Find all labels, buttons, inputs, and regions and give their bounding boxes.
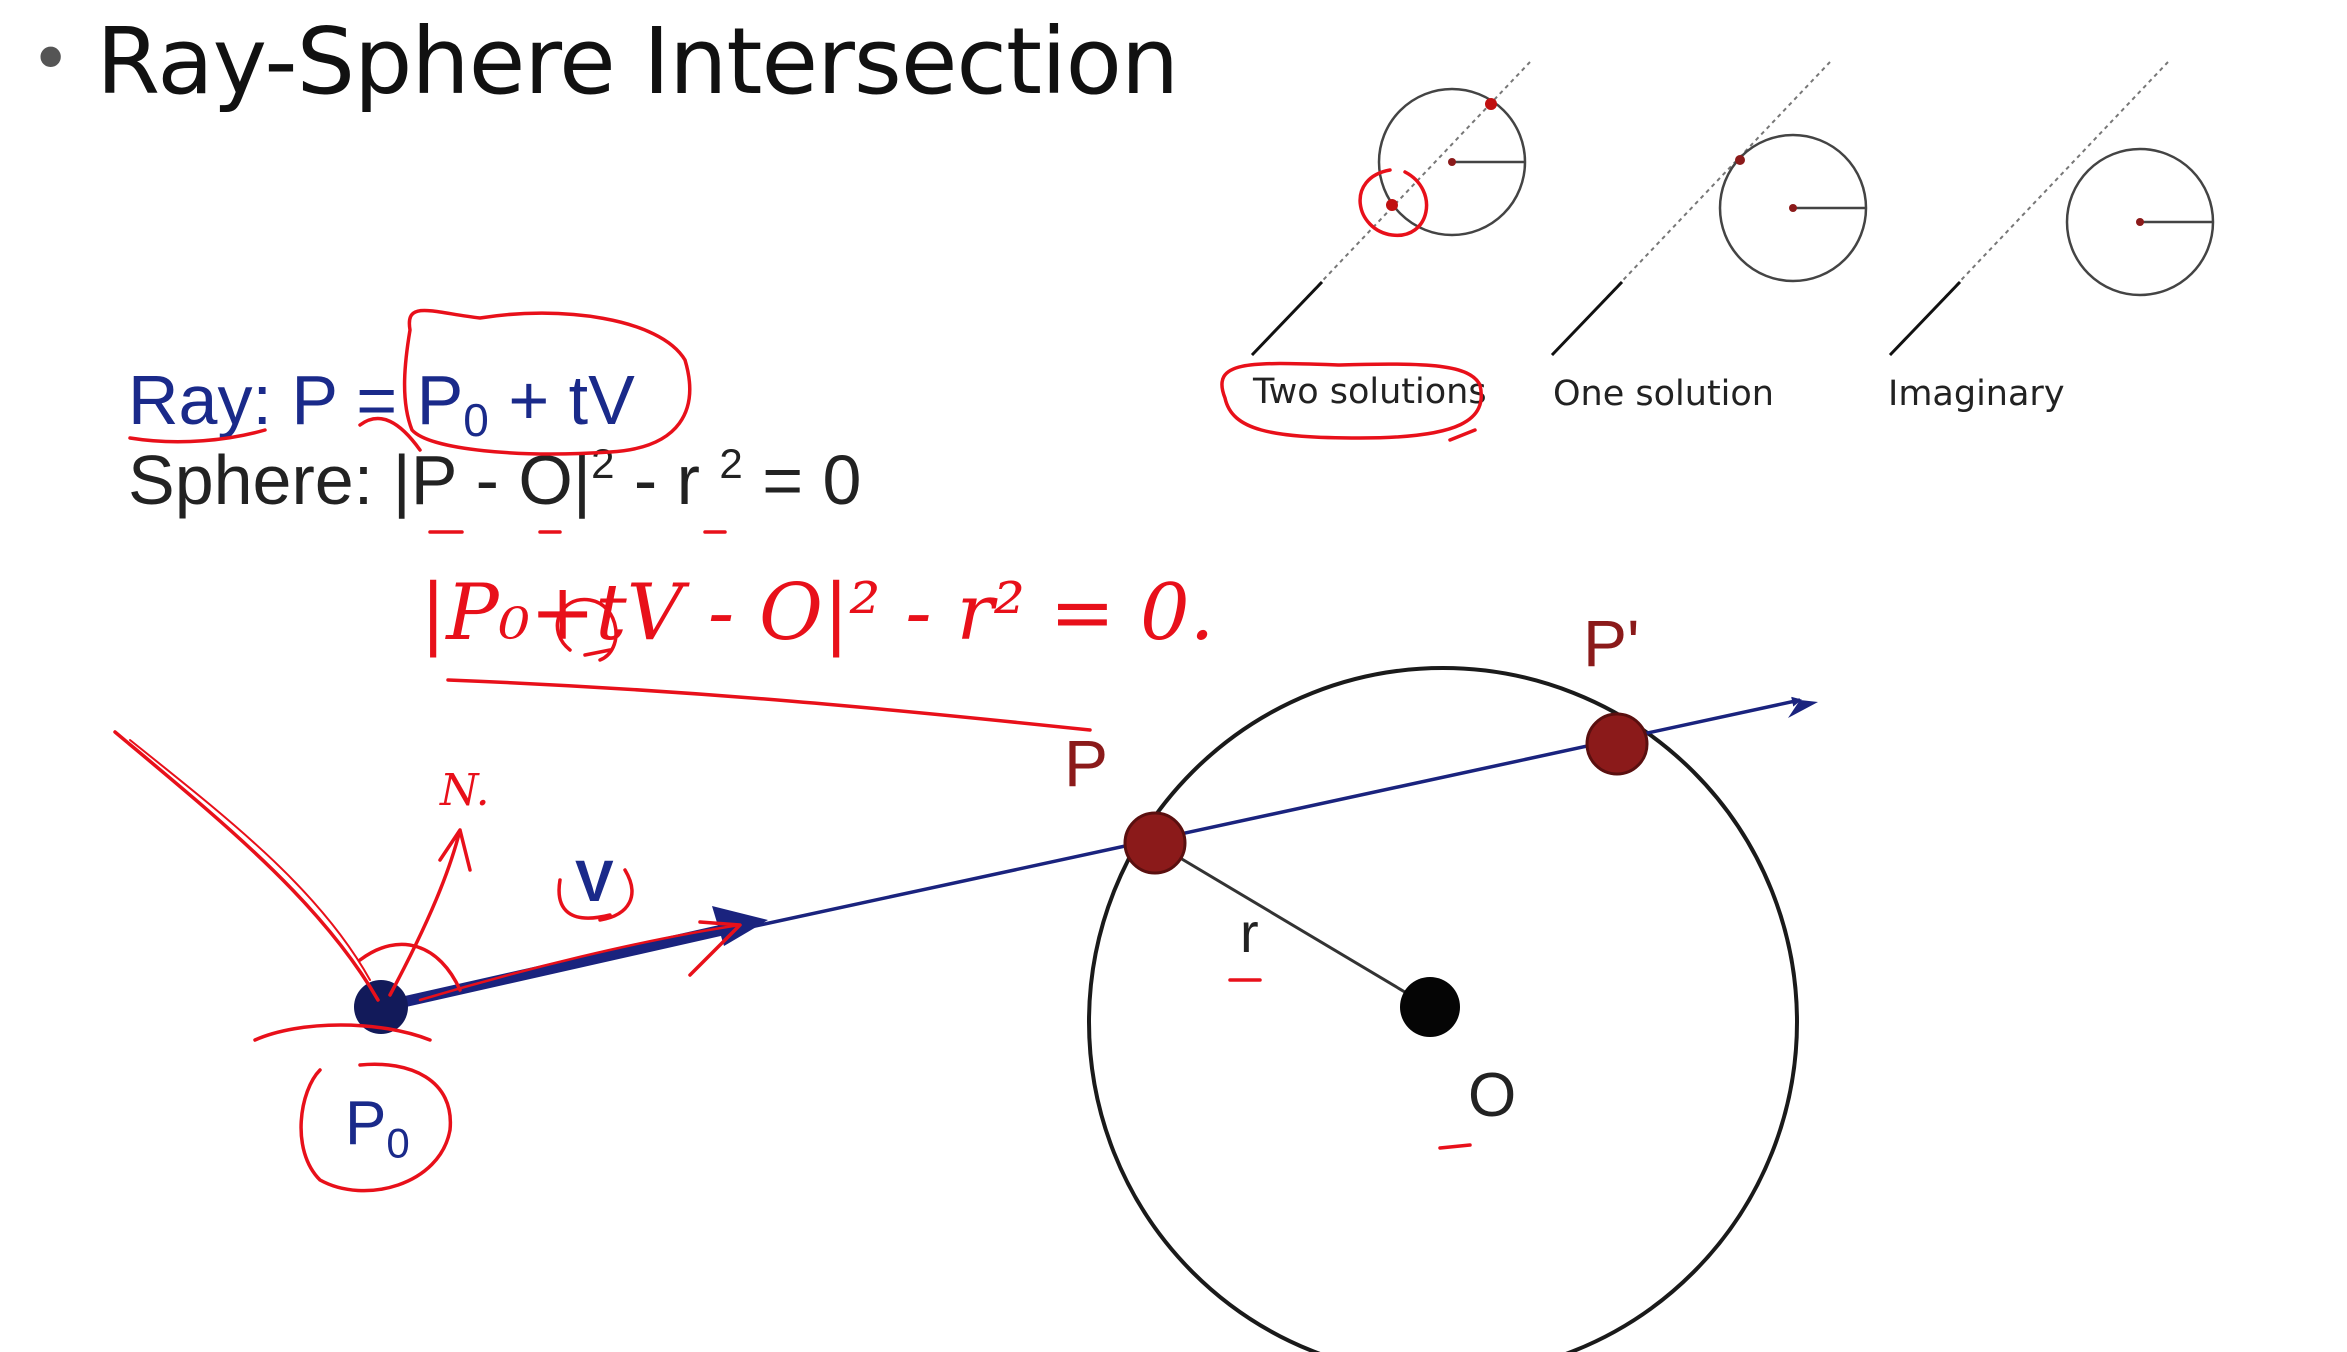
annotation-loop-two-solutions [1220, 361, 1483, 440]
annotation-underline-handwritten [446, 678, 1092, 732]
case-two-hit-near [1386, 199, 1398, 211]
annotation-underline-O [1438, 1143, 1472, 1150]
label-V: V [575, 849, 614, 914]
annotation-angle-arc [358, 942, 462, 992]
label-P0-sub: 0 [386, 1119, 410, 1167]
annotation-normal-arrow [388, 828, 472, 997]
main-sphere-circle [1087, 666, 1799, 1352]
sphere-eq-sup2: 2 [719, 440, 743, 487]
annotation-underline-t [583, 648, 612, 657]
case-two-center [1448, 158, 1456, 166]
annotation-V-arrow [688, 920, 742, 977]
annotation-underline-ray [128, 428, 267, 444]
case-one-ray-solid [1550, 280, 1624, 357]
annotation-V-overstroke [418, 923, 742, 1002]
annotation-arrow-curve [358, 416, 422, 452]
ray-eq-suffix: + tV [488, 361, 635, 439]
label-P-prime: P' [1583, 606, 1640, 680]
case-diagram-two [1250, 61, 1531, 357]
title-bullet: • [30, 18, 71, 100]
annotation-V-marks [557, 868, 634, 922]
ray-equation: Ray: P = P0 + tV [128, 360, 635, 447]
label-r: r [1240, 901, 1259, 964]
case-diagram-one [1550, 61, 1868, 357]
ray-eq-sub: 0 [463, 394, 489, 446]
annotation-arc-below [253, 1023, 432, 1042]
case-caption-two: Two solutions [1253, 372, 1487, 412]
ray-eq-prefix: Ray: P = P [128, 361, 464, 439]
annotation-loop-near-hit [1358, 168, 1429, 237]
case-two-hit-far [1485, 98, 1497, 110]
title-text: Ray-Sphere Intersection [96, 8, 1179, 115]
sphere-eq-mid: - r [614, 441, 720, 519]
case-diagram-imaginary [1888, 61, 2215, 357]
label-P0: P0 [345, 1088, 410, 1167]
case-imaginary-ray-solid [1888, 280, 1962, 357]
hit-point-P-prime [1585, 712, 1649, 776]
radius-line [1154, 841, 1431, 1009]
handwritten-equation: |P₀+tV - O|² - r² = 0. [420, 568, 1215, 658]
case-one-tangent-point [1735, 155, 1745, 165]
annotation-loop-rhs [402, 308, 692, 456]
case-imaginary-center [2136, 218, 2144, 226]
label-P0-main: P [345, 1089, 387, 1158]
center-O-dot [1400, 977, 1460, 1037]
annotation-circle-t [555, 597, 618, 662]
annotation-pointer-line [113, 730, 380, 1002]
annotation-pointer-line-2 [129, 739, 371, 981]
label-O: O [1468, 1061, 1517, 1130]
origin-P0-dot [354, 980, 408, 1034]
annotation-loop-two-tail [1448, 428, 1477, 442]
slide-title: • Ray-Sphere Intersection [30, 8, 1179, 115]
case-caption-imaginary: Imaginary [1888, 374, 2065, 414]
case-two-ray-solid [1250, 280, 1324, 357]
label-P: P [1064, 726, 1109, 800]
ray-arrowhead [1788, 700, 1818, 718]
handwritten-normal-label: N. [440, 765, 490, 816]
sphere-equation: Sphere: |P - O|2 - r 2 = 0 [128, 440, 861, 520]
hit-point-P [1123, 811, 1187, 875]
sphere-eq-suffix: = 0 [742, 441, 862, 519]
case-caption-one: One solution [1553, 374, 1774, 414]
case-one-center [1789, 204, 1797, 212]
annotation-loop-P0 [299, 1062, 453, 1193]
annotation-layer [113, 168, 1483, 1193]
